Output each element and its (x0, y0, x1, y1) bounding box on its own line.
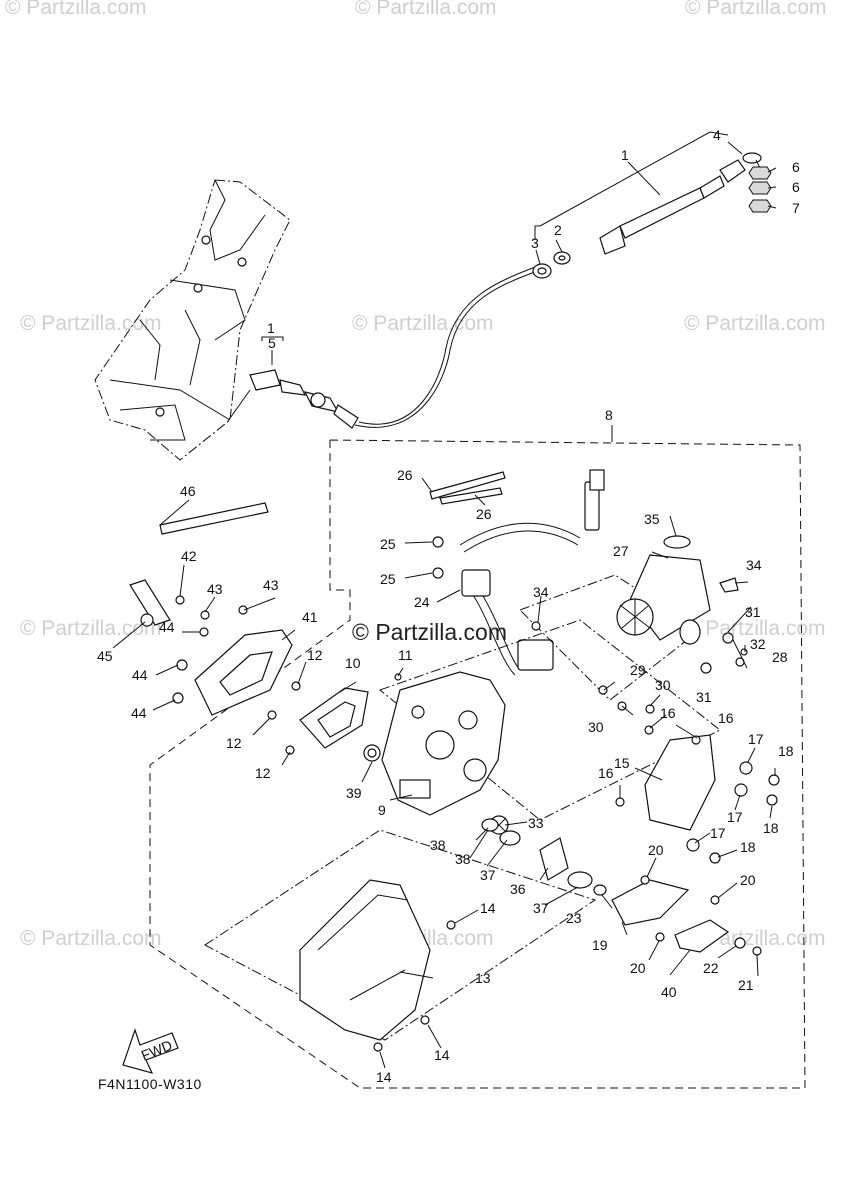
callout-20c: 20 (630, 960, 646, 976)
callout-33: 33 (528, 815, 544, 831)
callout-44a: 44 (159, 619, 175, 635)
callout-27: 27 (613, 543, 629, 559)
callout-6b: 6 (792, 179, 800, 195)
callout-16b: 16 (718, 710, 734, 726)
leader-lines (112, 131, 777, 1069)
motor-housing-illustration (519, 535, 739, 701)
callout-9: 9 (378, 802, 386, 818)
callout-29: 29 (630, 662, 646, 678)
callout-24: 24 (414, 594, 430, 610)
callout-31b: 31 (696, 689, 712, 705)
callout-18c: 18 (740, 839, 756, 855)
callout-38b: 38 (455, 851, 471, 867)
diagram-code: F4N1100-W310 (98, 1076, 202, 1092)
callout-32: 32 (750, 636, 766, 652)
callout-46: 46 (180, 483, 196, 499)
callout-23: 23 (566, 910, 582, 926)
callout-25a: 25 (380, 536, 396, 552)
callout-39: 39 (346, 785, 362, 801)
callout-13: 13 (475, 970, 491, 986)
callout-26a: 26 (397, 467, 413, 483)
callout-12b: 12 (226, 735, 242, 751)
callout-35: 35 (644, 511, 660, 527)
watermark: © Partzilla.com (20, 617, 162, 640)
callout-20b: 20 (740, 872, 756, 888)
callout-41: 41 (302, 609, 318, 625)
callout-17a: 17 (748, 731, 764, 747)
callout-43a: 43 (207, 581, 223, 597)
wire-harness-illustration (429, 469, 605, 676)
callout-15: 15 (614, 755, 630, 771)
callout-1-top: 1 (621, 147, 629, 163)
center-watermark: © Partzilla.com (352, 619, 507, 645)
callout-17c: 17 (710, 825, 726, 841)
callout-28: 28 (772, 649, 788, 665)
callout-44c: 44 (131, 705, 147, 721)
watermark: © Partzilla.com (5, 0, 147, 19)
callout-17b: 17 (727, 809, 743, 825)
watermark: © Partzilla.com (20, 312, 162, 335)
callout-21: 21 (738, 977, 754, 993)
callout-14a: 14 (480, 900, 496, 916)
callout-12c: 12 (255, 765, 271, 781)
lever-bracket-illustration (481, 734, 730, 953)
callout-25b: 25 (380, 571, 396, 587)
callout-45: 45 (97, 648, 113, 664)
callout-19: 19 (592, 937, 608, 953)
callout-20a: 20 (648, 842, 664, 858)
callout-38a: 38 (430, 837, 446, 853)
callout-4: 4 (713, 127, 721, 143)
callout-42: 42 (181, 548, 197, 564)
callout-12a: 12 (307, 647, 323, 663)
callout-36: 36 (510, 881, 526, 897)
callout-1-left: 1 (267, 320, 275, 336)
watermark: © Partzilla.com (685, 0, 827, 19)
callout-14c: 14 (376, 1069, 392, 1085)
steering-bracket-illustration (94, 179, 291, 461)
gasket-plates-illustration (129, 502, 369, 749)
cover-illustration (204, 829, 597, 1041)
callout-11: 11 (398, 647, 413, 663)
callout-16c: 16 (598, 765, 614, 781)
fwd-arrow-icon: FWD (122, 1028, 179, 1074)
callout-44b: 44 (132, 667, 148, 683)
callout-16a: 16 (660, 705, 676, 721)
callout-14b: 14 (434, 1047, 450, 1063)
watermark: © Partzilla.com (684, 617, 826, 640)
watermark: © Partzilla.com (684, 312, 826, 335)
callout-10: 10 (345, 655, 361, 671)
callout-18a: 18 (778, 743, 794, 759)
callout-37a: 37 (480, 867, 496, 883)
callout-31a: 31 (745, 604, 761, 620)
callout-37b: 37 (533, 900, 549, 916)
callout-3: 3 (531, 235, 539, 251)
watermark: © Partzilla.com (20, 927, 162, 950)
callout-5: 5 (268, 335, 276, 351)
callout-7: 7 (792, 200, 800, 216)
callout-6a: 6 (792, 159, 800, 175)
callout-8: 8 (605, 407, 613, 423)
watermark: © Partzilla.com (352, 312, 494, 335)
callout-30b: 30 (588, 719, 604, 735)
callout-40: 40 (661, 984, 677, 1000)
callout-2: 2 (554, 222, 562, 238)
assembly-8-boundary (149, 439, 806, 1089)
callout-34b: 34 (746, 557, 762, 573)
callout-43b: 43 (263, 577, 279, 593)
fasteners-illustration (172, 595, 780, 1052)
callout-22: 22 (703, 960, 719, 976)
watermark-layer: © Partzilla.com © Partzilla.com © Partzi… (5, 0, 827, 950)
callout-26b: 26 (476, 506, 492, 522)
fwd-label: FWD (139, 1037, 175, 1064)
callout-18b: 18 (763, 820, 779, 836)
throttle-cable-illustration (249, 152, 772, 429)
watermark: © Partzilla.com (355, 0, 497, 19)
callout-layer: 1 1 2 3 4 5 6 6 7 8 9 10 11 12 12 12 13 … (97, 127, 800, 1085)
callout-30a: 30 (655, 677, 671, 693)
callout-34a: 34 (533, 584, 549, 600)
